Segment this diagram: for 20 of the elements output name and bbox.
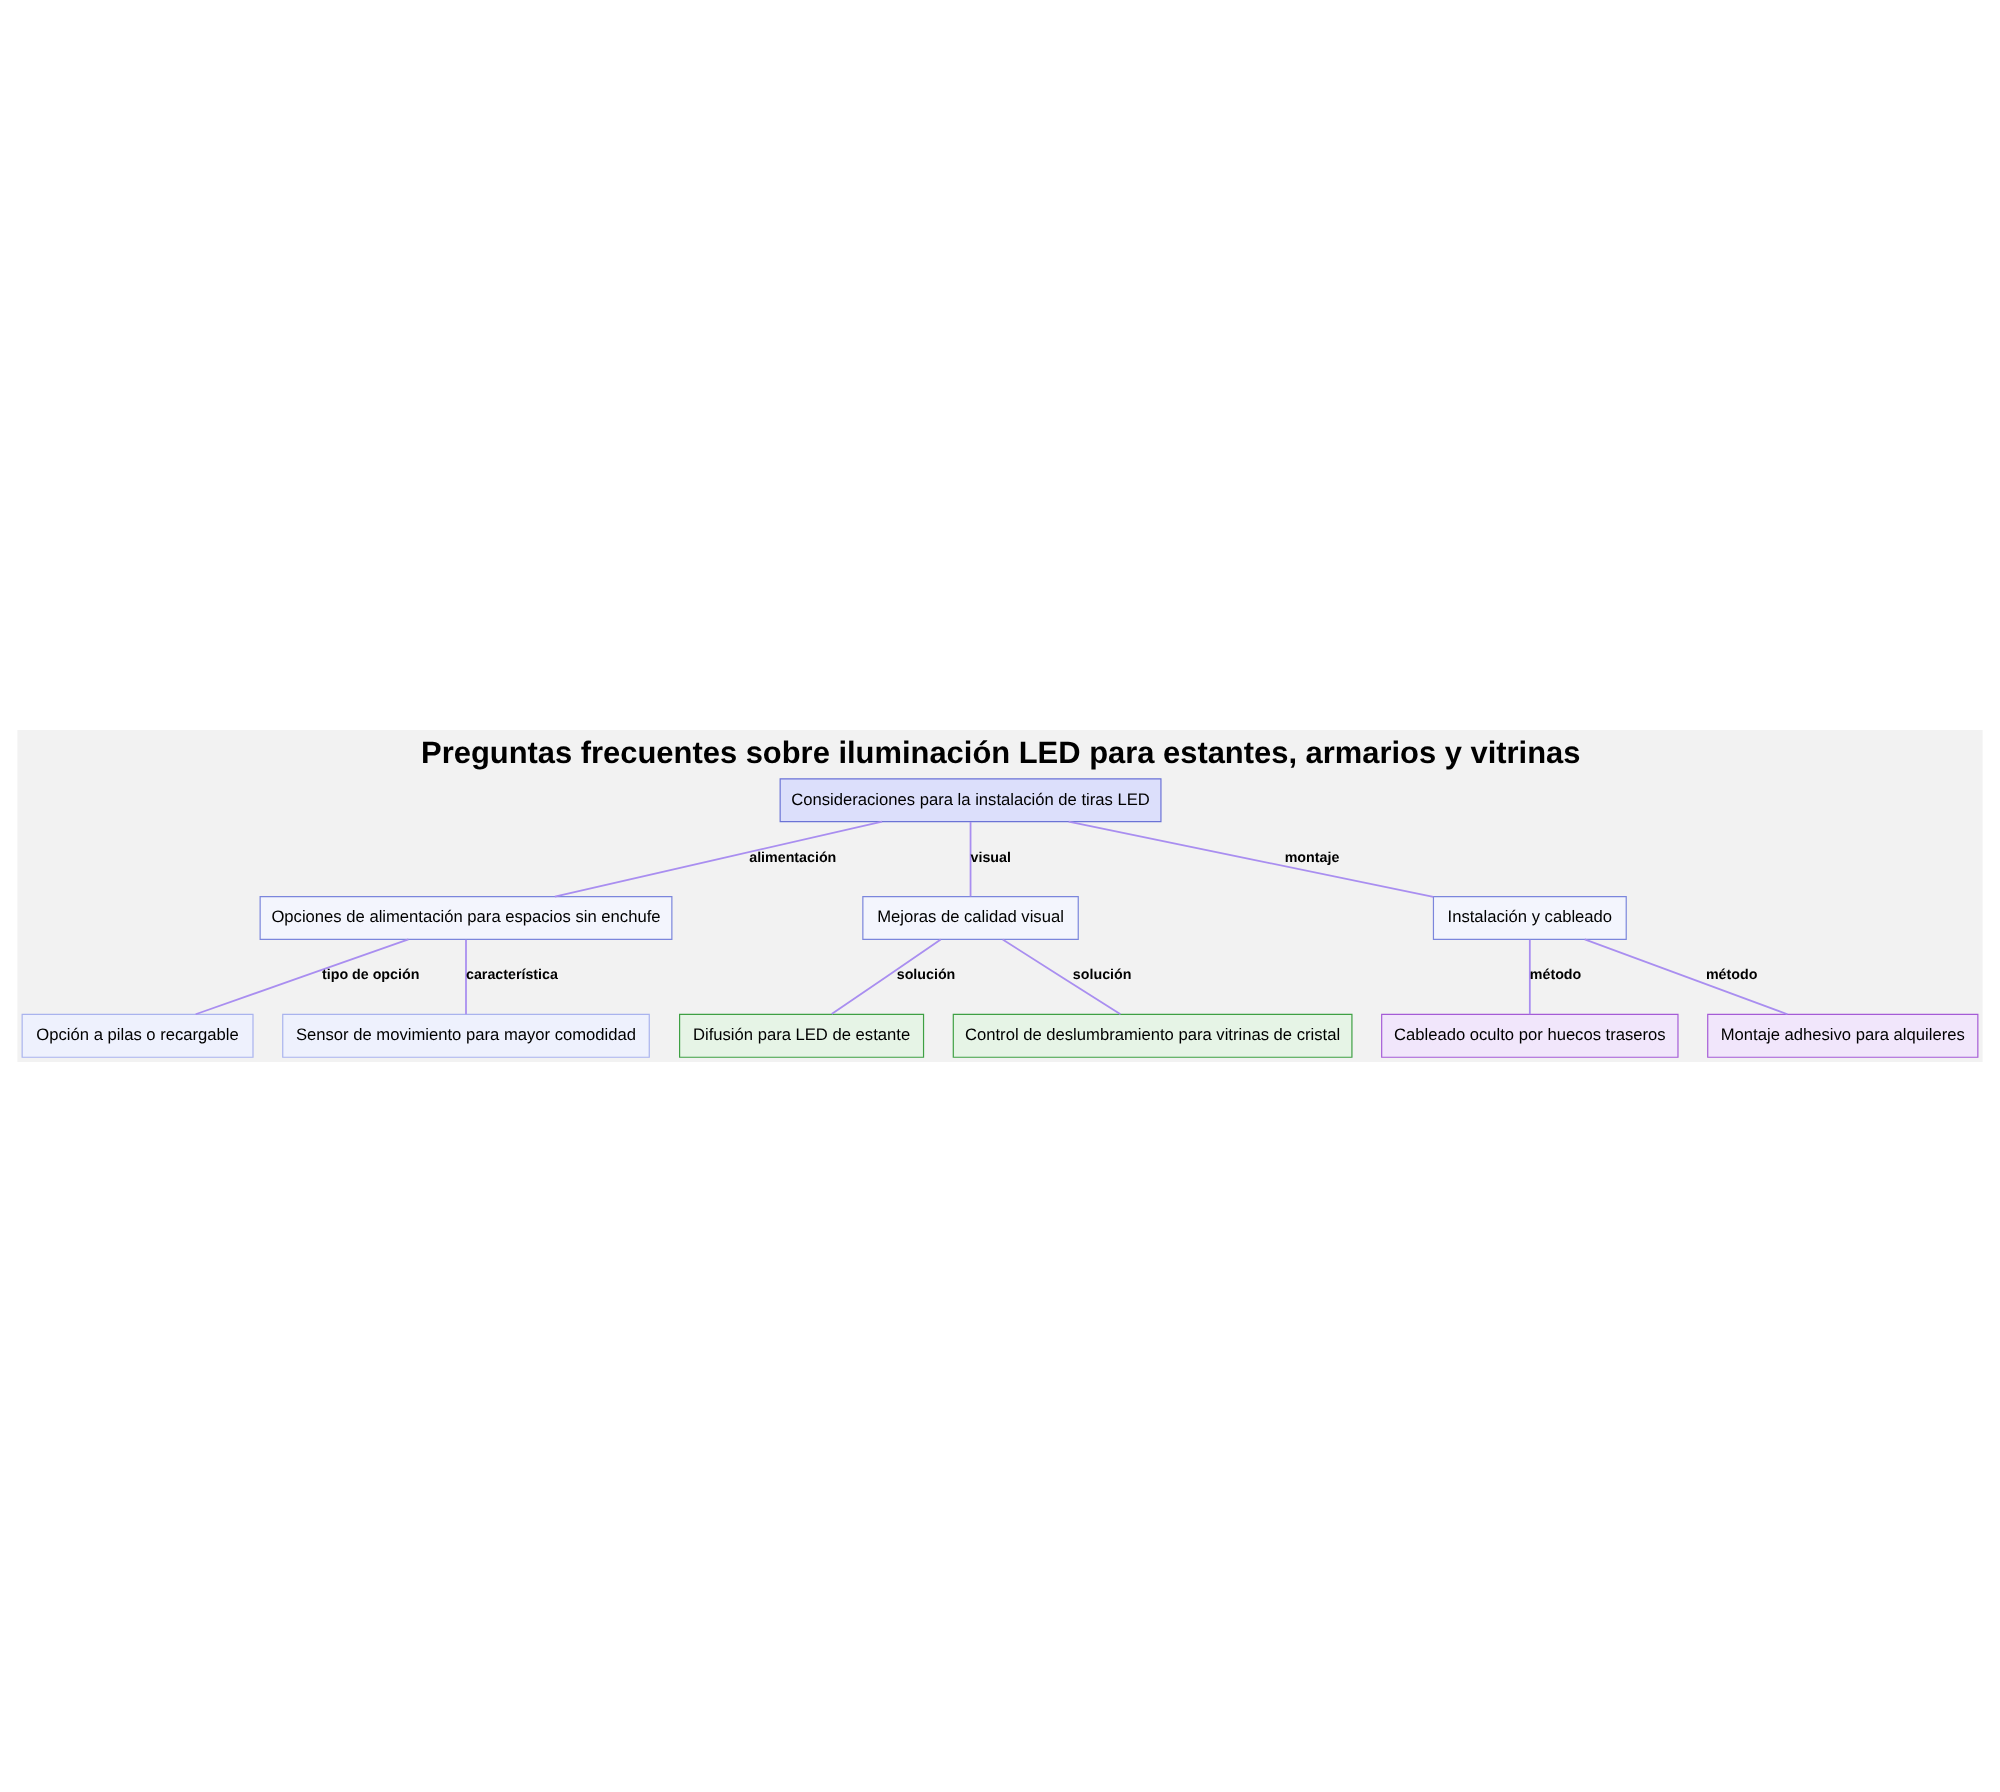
node-box: Control de deslumbramiento para vitrinas de cristal xyxy=(952,1013,1353,1058)
node-box: Opciones de alimentación para espacios sin enchufe xyxy=(259,896,673,941)
connector xyxy=(969,821,972,898)
connector xyxy=(1583,938,1789,1016)
connector xyxy=(465,938,467,1016)
node-box: Opción a pilas o recargable xyxy=(21,1013,254,1058)
connector xyxy=(553,820,883,898)
node-box: Instalación y cableado xyxy=(1432,896,1627,941)
connector xyxy=(1528,938,1531,1016)
node-box: Montaje adhesivo para alquileres xyxy=(1707,1013,1979,1058)
node-box: Consideraciones para la instalación de tiras LED xyxy=(779,778,1162,823)
node-box: Sensor de movimiento para mayor comodidad xyxy=(282,1013,650,1058)
diagram-title: Preguntas frecuentes sobre iluminación LED para estantes, armarios y vitrinas xyxy=(421,737,1581,772)
connector xyxy=(1067,820,1435,898)
connector xyxy=(1001,938,1122,1016)
node-box: Mejoras de calidad visual xyxy=(862,896,1079,941)
node-box: Difusión para LED de estante xyxy=(679,1013,925,1058)
connector xyxy=(194,938,410,1016)
connector xyxy=(830,938,942,1015)
node-box: Cableado oculto por huecos traseros xyxy=(1381,1013,1679,1058)
